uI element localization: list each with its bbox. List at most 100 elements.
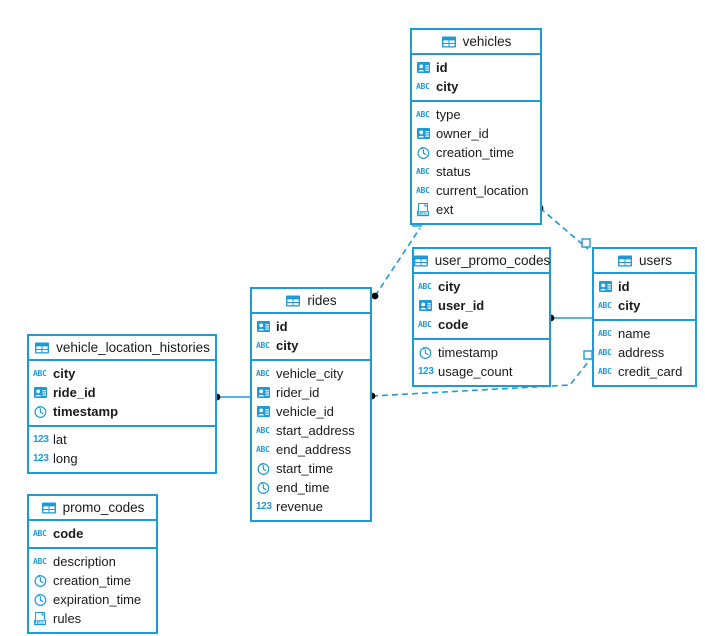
field-label: ext <box>436 202 454 217</box>
attribute-field[interactable]: expiration_time <box>29 590 156 609</box>
field-label: name <box>618 326 651 341</box>
abc-string-icon: ABC <box>418 320 432 329</box>
entity-header-vehicle_location_histories[interactable]: vehicle_location_histories <box>29 336 215 361</box>
relationship-vehicles-to-users[interactable] <box>536 204 591 250</box>
field-label: id <box>618 279 630 294</box>
field-label: code <box>438 317 469 332</box>
entity-header-users[interactable]: users <box>594 249 695 274</box>
clock-timestamp-icon <box>256 480 271 495</box>
field-label: end_time <box>276 480 330 495</box>
field-label: expiration_time <box>53 592 142 607</box>
relationship-vehicle_location_histories-to-rides[interactable] <box>213 393 250 401</box>
entity-title: vehicle_location_histories <box>56 339 210 355</box>
field-label: status <box>436 164 471 179</box>
many-cardinality-dot <box>371 292 379 300</box>
relationship-user_promo_codes-to-users[interactable] <box>547 314 592 322</box>
attribute-field[interactable]: start_time <box>252 459 370 478</box>
attribute-field[interactable]: creation_time <box>412 143 540 162</box>
attribute-field[interactable]: end_time <box>252 478 370 497</box>
field-label: current_location <box>436 183 529 198</box>
attribute-field[interactable]: ABC credit_card <box>594 362 695 381</box>
field-label: rules <box>53 611 82 626</box>
primary-key-field[interactable]: ride_id <box>29 383 215 402</box>
abc-string-icon: ABC <box>598 348 612 357</box>
primary-key-field[interactable]: id <box>594 277 695 296</box>
json-icon: JSON <box>416 202 431 217</box>
field-label: vehicle_city <box>276 366 344 381</box>
entity-header-promo_codes[interactable]: promo_codes <box>29 496 156 521</box>
123-number-icon: 123 <box>33 453 49 464</box>
abc-string-icon: ABC <box>416 167 430 176</box>
entity-title: users <box>638 252 672 268</box>
entity-title: promo_codes <box>62 499 145 515</box>
field-label: id <box>436 60 448 75</box>
attribute-field[interactable]: vehicle_id <box>252 402 370 421</box>
table-icon <box>285 293 301 309</box>
abc-string-icon: ABC <box>598 367 612 376</box>
field-label: creation_time <box>53 573 132 588</box>
attribute-field[interactable]: owner_id <box>412 124 540 143</box>
abc-string-icon: ABC <box>598 329 612 338</box>
field-label: type <box>436 107 461 122</box>
table-icon <box>34 340 50 356</box>
field-label: credit_card <box>618 364 683 379</box>
attribute-field[interactable]: rider_id <box>252 383 370 402</box>
attribute-field[interactable]: timestamp <box>414 343 549 362</box>
attribute-field[interactable]: creation_time <box>29 571 156 590</box>
attribute-field[interactable]: ABC status <box>412 162 540 181</box>
field-label: city <box>438 279 461 294</box>
123-number-icon: 123 <box>256 501 272 512</box>
entity-header-vehicles[interactable]: vehicles <box>412 30 540 55</box>
primary-key-field[interactable]: user_id <box>414 296 549 315</box>
primary-key-field[interactable]: id <box>412 58 540 77</box>
field-label: revenue <box>276 499 323 514</box>
primary-key-field[interactable]: timestamp <box>29 402 215 421</box>
primary-key-field[interactable]: ABC city <box>414 277 549 296</box>
clock-timestamp-icon <box>33 573 48 588</box>
field-label: city <box>276 338 299 353</box>
abc-string-icon: ABC <box>418 282 432 291</box>
clock-timestamp-icon <box>418 345 433 360</box>
entity-header-rides[interactable]: rides <box>252 289 370 314</box>
clock-timestamp-icon <box>416 145 431 160</box>
field-label: vehicle_id <box>276 404 334 419</box>
uuid-key-icon <box>416 126 431 141</box>
field-label: timestamp <box>53 404 119 419</box>
attribute-field[interactable]: JSON ext <box>412 200 540 219</box>
entity-header-user_promo_codes[interactable]: user_promo_codes <box>413 249 550 274</box>
primary-key-field[interactable]: id <box>252 317 370 336</box>
attribute-field[interactable]: 123 revenue <box>252 497 370 516</box>
abc-string-icon: ABC <box>33 369 47 378</box>
entity-title: rides <box>307 292 337 308</box>
attribute-field[interactable]: ABC name <box>594 324 695 343</box>
abc-string-icon: ABC <box>416 82 430 91</box>
primary-key-field[interactable]: ABC code <box>414 315 549 334</box>
